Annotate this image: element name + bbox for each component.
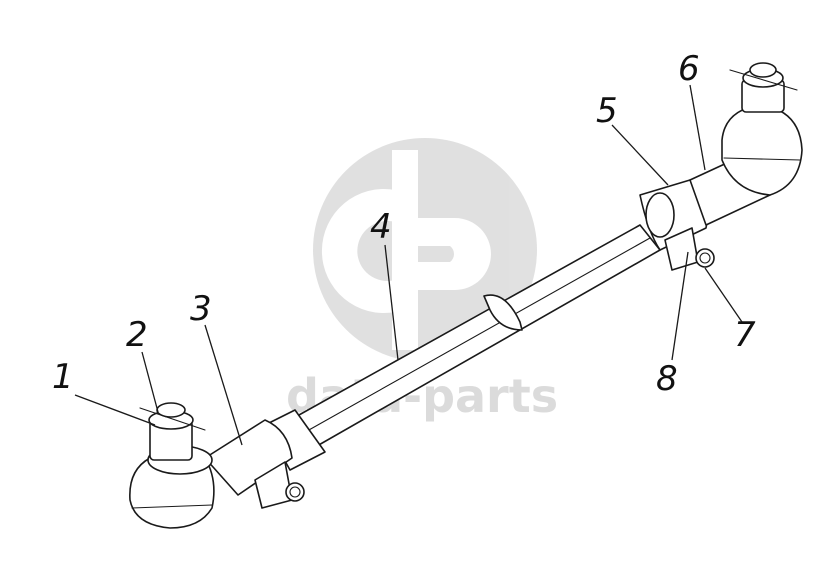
- leader-5: [611, 124, 669, 186]
- callout-6: 6: [678, 49, 700, 89]
- left-tie-rod-end: [129, 402, 215, 529]
- callout-2: 2: [126, 315, 148, 355]
- leader-1: [74, 394, 156, 426]
- leader-4: [384, 244, 399, 361]
- callout-3: 3: [190, 289, 212, 329]
- right-clamp: [639, 179, 715, 271]
- tie-rod-tube: [264, 224, 661, 471]
- leader-2: [141, 351, 159, 413]
- leader-lines: [74, 84, 743, 446]
- callout-5: 5: [596, 91, 618, 131]
- right-tie-rod-end: [689, 62, 803, 226]
- leader-6: [689, 84, 706, 171]
- callout-labels: 1 2 3 4 5 6 7 8: [52, 49, 756, 399]
- callout-4: 4: [370, 207, 392, 247]
- callout-8: 8: [656, 359, 678, 399]
- callout-1: 1: [52, 357, 74, 397]
- left-clamp: [204, 419, 305, 509]
- leader-8: [671, 251, 689, 361]
- callout-7: 7: [734, 315, 756, 355]
- leader-3: [204, 324, 243, 446]
- leader-7: [704, 267, 743, 323]
- watermark-logo: [313, 138, 537, 362]
